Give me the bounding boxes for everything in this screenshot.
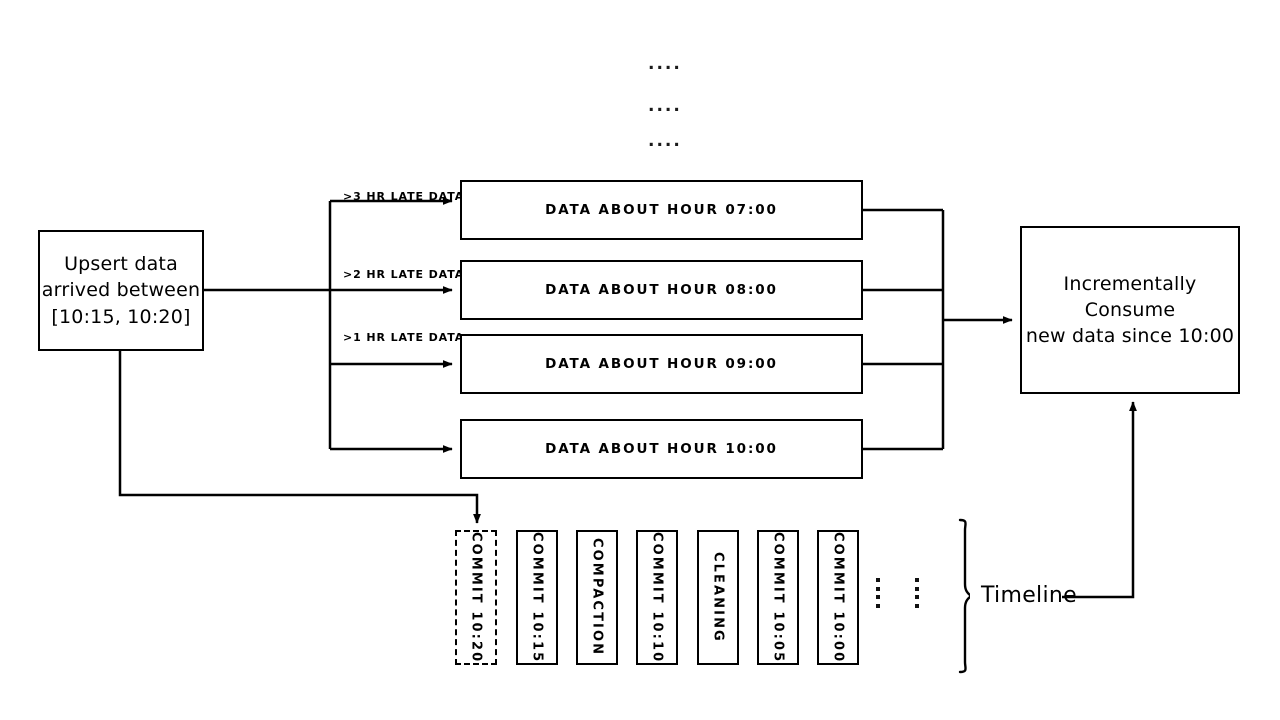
timeline-commit-label: COMMIT 10:10 xyxy=(649,531,665,664)
timeline-commit-label: COMMIT 10:20 xyxy=(468,531,484,664)
upsert-source-label: Upsert data arrived between [10:15, 10:2… xyxy=(41,253,201,328)
timeline-ellipsis-column-1 xyxy=(876,578,884,608)
timeline-commit-card[interactable]: COMMIT 10:15 xyxy=(516,530,558,665)
ellipsis-top-3: .... xyxy=(648,131,682,151)
edge-label-3hr-late: >3 hr late data xyxy=(343,190,465,203)
upsert-source-box[interactable]: Upsert data arrived between [10:15, 10:2… xyxy=(38,230,204,351)
timeline-cleaning-card[interactable]: CLEANING xyxy=(697,530,739,665)
wire-source-to-commit xyxy=(118,351,481,524)
wire-timeline-to-consume xyxy=(1062,401,1137,599)
ellipsis-top-2: .... xyxy=(648,96,682,116)
hour-partition-box-08[interactable]: Data about hour 08:00 xyxy=(460,260,863,320)
edge-label-1hr-late: >1 hr late data xyxy=(343,331,465,344)
timeline-commit-label: COMPACTION xyxy=(589,538,605,657)
hour-partition-box-10[interactable]: Data about hour 10:00 xyxy=(460,419,863,479)
incremental-consume-box[interactable]: Incrementally Consume new data since 10:… xyxy=(1020,226,1240,394)
hour-partition-label: Data about hour 10:00 xyxy=(545,441,778,457)
incremental-consume-label: Incrementally Consume new data since 10:… xyxy=(1025,272,1235,348)
timeline-commit-label: COMMIT 10:00 xyxy=(830,531,846,664)
timeline-compaction-card[interactable]: COMPACTION xyxy=(576,530,618,665)
timeline-commit-label: COMMIT 10:15 xyxy=(529,531,545,664)
hour-partition-box-09[interactable]: Data about hour 09:00 xyxy=(460,334,863,394)
timeline-commit-card[interactable]: COMMIT 10:00 xyxy=(817,530,859,665)
timeline-commit-card[interactable]: COMMIT 10:05 xyxy=(757,530,799,665)
hour-partition-label: Data about hour 08:00 xyxy=(545,282,778,298)
timeline-commit-label: CLEANING xyxy=(710,552,726,643)
timeline-brace xyxy=(958,518,970,674)
timeline-commit-label: COMMIT 10:05 xyxy=(770,531,786,664)
timeline-ellipsis-column-2 xyxy=(915,578,923,608)
timeline-commit-card-pending[interactable]: COMMIT 10:20 xyxy=(455,530,497,665)
hour-partition-box-07[interactable]: Data about hour 07:00 xyxy=(460,180,863,240)
edge-label-2hr-late: >2 hr late data xyxy=(343,268,465,281)
hour-partition-label: Data about hour 09:00 xyxy=(545,356,778,372)
ellipsis-top-1: .... xyxy=(648,54,682,74)
timeline-commit-card[interactable]: COMMIT 10:10 xyxy=(636,530,678,665)
timeline-label: Timeline xyxy=(981,583,1077,608)
hour-partition-label: Data about hour 07:00 xyxy=(545,202,778,218)
